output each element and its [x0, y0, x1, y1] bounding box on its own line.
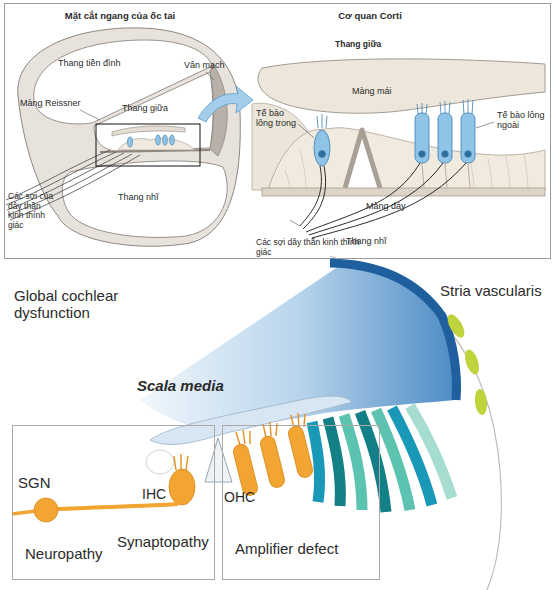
part-label: Stria vascularis [440, 283, 554, 300]
defect-label: Synaptopathy [117, 534, 209, 551]
defect-region-box: Neuropathy Synaptopathy [12, 425, 215, 580]
defect-label: Amplifier defect [235, 541, 338, 558]
panel-frame [5, 4, 551, 259]
part-label: Vân mạch [184, 60, 239, 70]
part-label: SGN [18, 475, 63, 492]
leader-lines [80, 72, 214, 120]
part-label: Tế bào lông trong [256, 108, 302, 128]
defect-label: Neuropathy [25, 546, 103, 563]
part-label: OHC [224, 490, 264, 506]
part-label: Màng đáy [366, 201, 426, 211]
part-label: Global cochlear dysfunction [14, 288, 154, 322]
part-label: Mặt cắt ngang của ốc tai [50, 11, 190, 22]
part-label: Thang tiền đình [58, 58, 148, 68]
organ-of-corti [252, 59, 545, 238]
part-label: Thang nhĩ [118, 192, 178, 202]
part-label: IHC [142, 487, 182, 503]
scala-media-illustration [12, 256, 501, 590]
part-label: Thang giữa [122, 103, 182, 113]
part-label: Màng mái [352, 86, 412, 96]
part-label: Màng Reissner [20, 98, 92, 108]
part-label: Các sợi của dây thần kinh thính giác [8, 192, 54, 230]
defect-region-box: Amplifier defect [222, 425, 380, 580]
part-label: Tế bào lông ngoài [497, 110, 549, 130]
cochlea-section [6, 28, 240, 246]
part-label: Scala media [137, 378, 247, 395]
zoom-arrow [198, 86, 253, 122]
part-label: Cơ quan Corti [315, 11, 425, 22]
part-label: Thang nhĩ [346, 236, 406, 246]
part-label: Thang giữa [335, 40, 405, 50]
